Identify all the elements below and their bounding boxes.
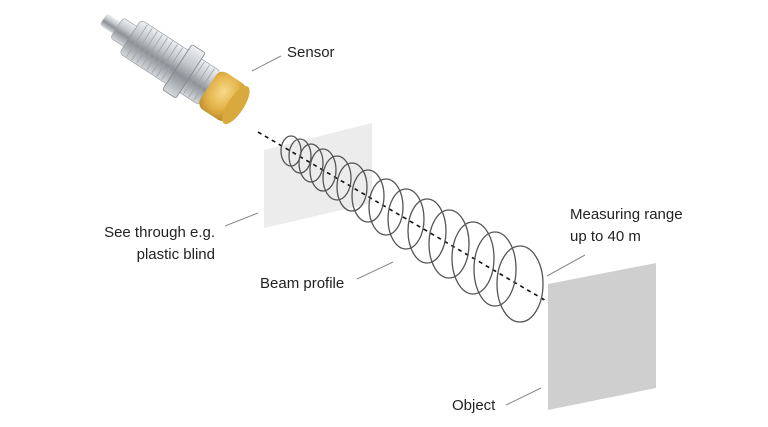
see-through-label-line1: See through e.g. xyxy=(104,224,215,241)
beam-profile-leader-line xyxy=(356,261,394,280)
plastic-blind-panel xyxy=(264,123,372,228)
object-panel xyxy=(548,263,656,410)
see-through-leader-line xyxy=(224,212,259,227)
beam-profile-rings xyxy=(280,135,544,323)
sensor-icon xyxy=(100,14,250,125)
measuring-range-leader-line xyxy=(546,254,586,277)
beam-axis-line xyxy=(257,131,549,303)
object-leader-line xyxy=(505,387,542,406)
see-through-label-line2: plastic blind xyxy=(137,246,215,263)
sensor-label: Sensor xyxy=(287,44,335,61)
sensor-leader-line xyxy=(251,55,282,72)
beam-profile-label: Beam profile xyxy=(260,275,344,292)
measuring-range-label-line2: up to 40 m xyxy=(570,228,641,245)
object-label: Object xyxy=(452,397,496,414)
measuring-range-label-line1: Measuring range xyxy=(570,206,683,223)
